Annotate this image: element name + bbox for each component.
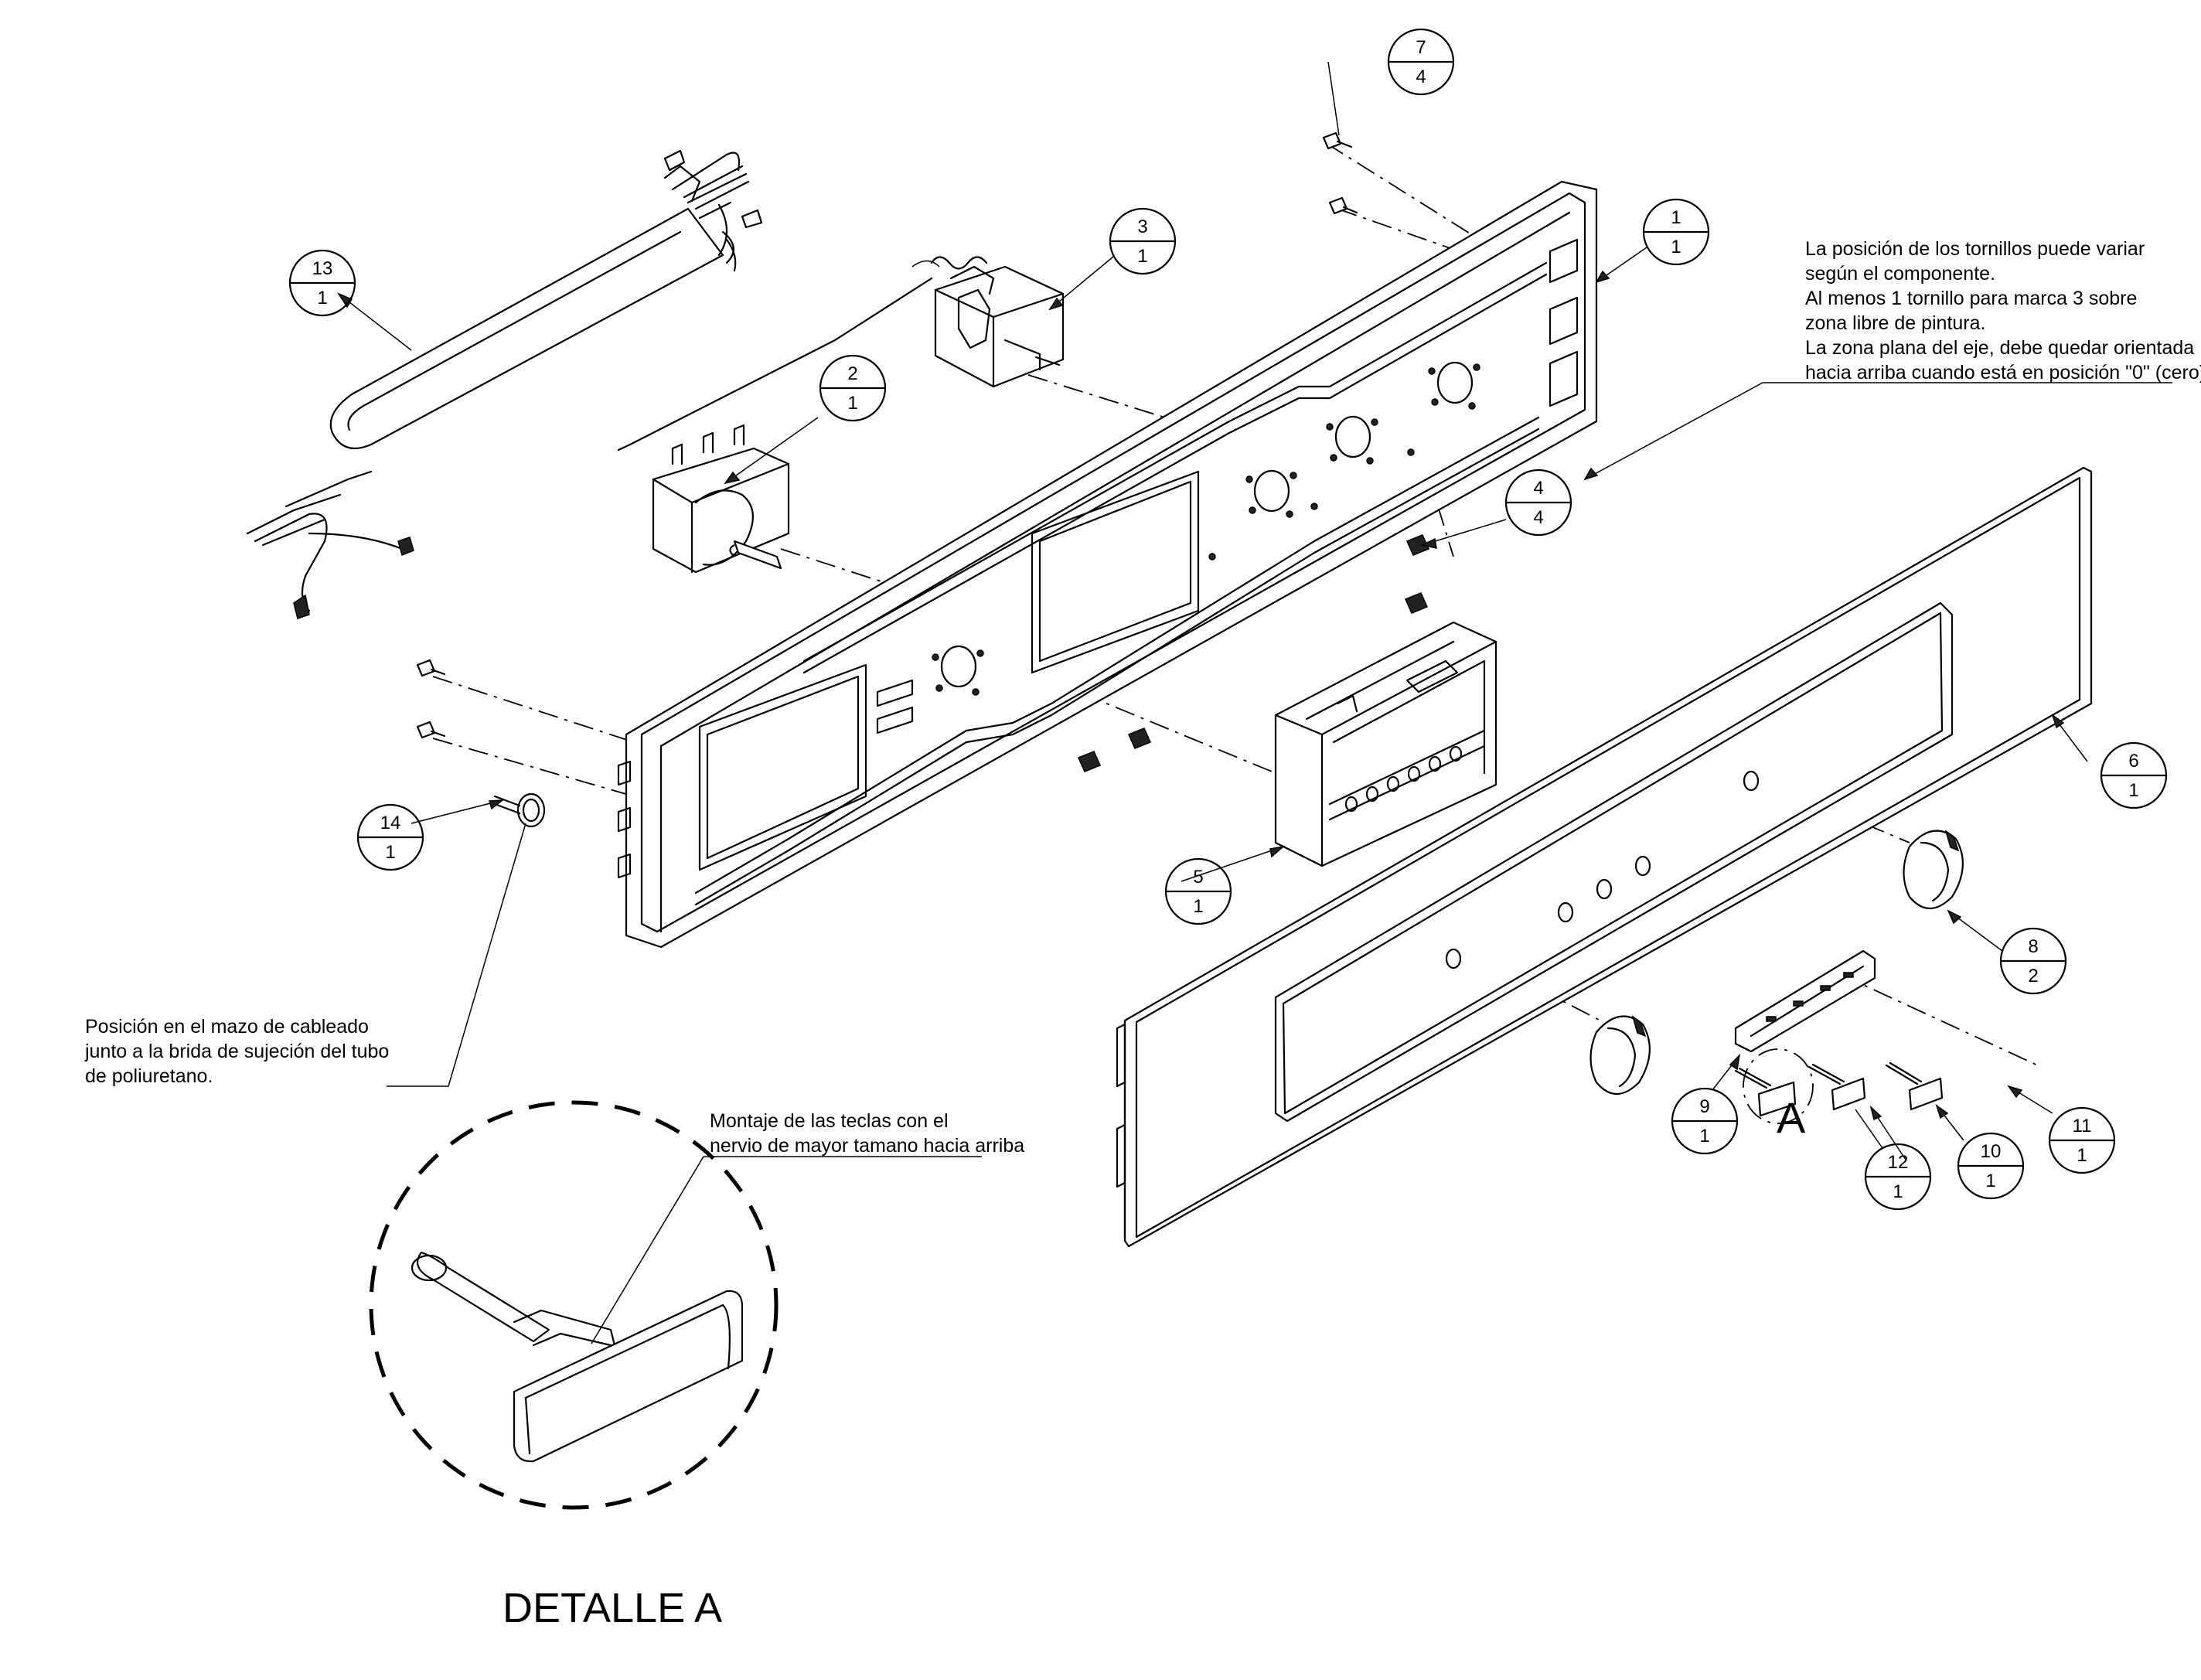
callout-8: 8 2 <box>1999 927 2067 995</box>
callout-1: 1 1 <box>1642 198 1710 266</box>
callout-4: 4 4 <box>1504 469 1572 537</box>
callout-14-qty: 1 <box>385 842 395 863</box>
thermostat-component <box>617 256 1065 452</box>
note-screws-line-4: zona libre de pintura. <box>1805 312 1985 334</box>
callout-4-qty: 4 <box>1533 507 1543 528</box>
callout-5: 5 1 <box>1164 857 1232 925</box>
detail-a-title: DETALLE A <box>503 1585 722 1631</box>
selector-switch-component <box>652 424 790 574</box>
note-screw-position: La posición de los tornillos puede varia… <box>1805 238 2201 383</box>
callout-4-item: 4 <box>1533 478 1543 499</box>
callout-6-item: 6 <box>2128 751 2138 772</box>
note-harness-line-3: de poliuretano. <box>85 1065 213 1087</box>
callout-2-qty: 1 <box>847 393 857 414</box>
programmer-module <box>1274 621 1497 867</box>
callout-7-item: 7 <box>1416 37 1426 58</box>
callout-5-qty: 1 <box>1193 896 1203 917</box>
callout-5-item: 5 <box>1193 867 1203 888</box>
note-harness-position: Posición en el mazo de cableado junto a … <box>84 1016 389 1087</box>
callout-11-item: 11 <box>2073 1116 2092 1136</box>
leader-lines <box>337 61 2172 1344</box>
callout-3-item: 3 <box>1137 216 1147 237</box>
callout-6: 6 1 <box>2100 741 2168 809</box>
note-screws-line-5: La zona plana del eje, debe quedar orien… <box>1805 337 2194 359</box>
callout-2-item: 2 <box>847 363 857 384</box>
note-screws-line-2: según el componente. <box>1805 263 1995 285</box>
front-glass-panel <box>1116 466 2093 1248</box>
note-keys-line-1: Montaje de las teclas con el <box>710 1110 949 1132</box>
note-screws-line-1: La posición de los tornillos puede varia… <box>1805 238 2145 260</box>
callout-7-qty: 4 <box>1416 66 1426 87</box>
note-screws-line-6: hacia arriba cuando está en posición "0"… <box>1805 362 2201 383</box>
callout-bubbles: 13 1 3 1 2 1 7 4 1 1 4 4 1 <box>288 28 2168 1211</box>
callout-1-item: 1 <box>1671 207 1681 228</box>
note-harness-line-1: Posición en el mazo de cableado <box>85 1016 369 1038</box>
callout-13-qty: 1 <box>317 288 327 308</box>
push-keys <box>1734 1048 1944 1124</box>
callout-8-item: 8 <box>2028 936 2038 957</box>
callout-10: 10 1 <box>1957 1132 2025 1200</box>
callout-12-item: 12 <box>1888 1152 1909 1173</box>
callout-10-item: 10 <box>1981 1141 2002 1162</box>
callout-14: 14 1 <box>356 803 424 871</box>
cable-clamp <box>493 792 546 828</box>
wiring-harness-tube <box>246 149 763 619</box>
callout-2: 2 1 <box>819 354 887 422</box>
screws <box>416 131 1430 772</box>
callout-10-qty: 1 <box>1985 1171 1995 1191</box>
callout-3: 3 1 <box>1109 207 1177 275</box>
callout-13: 13 1 <box>288 249 356 317</box>
key-frame <box>1734 949 1876 1053</box>
detail-a-view <box>369 1100 779 1510</box>
control-knobs <box>1589 830 1964 1095</box>
note-screws-line-3: Al menos 1 tornillo para marca 3 sobre <box>1805 288 2137 309</box>
callout-6-qty: 1 <box>2128 780 2138 801</box>
callout-14-item: 14 <box>380 813 401 833</box>
control-panel-frame <box>617 180 1598 949</box>
note-keys-line-2: nervio de mayor tamano hacia arriba <box>710 1135 1024 1157</box>
detail-marker-a: A <box>1777 1093 1806 1142</box>
callout-8-qty: 2 <box>2028 966 2038 987</box>
callout-9: 9 1 <box>1671 1087 1739 1155</box>
callout-11-qty: 1 <box>2077 1145 2087 1166</box>
callout-12-qty: 1 <box>1893 1181 1903 1202</box>
callout-9-qty: 1 <box>1699 1126 1709 1147</box>
callout-11: 11 1 <box>2048 1106 2116 1174</box>
callout-3-qty: 1 <box>1137 246 1147 267</box>
callout-7: 7 4 <box>1387 28 1455 96</box>
callout-12: 12 1 <box>1864 1143 1932 1211</box>
note-key-mounting: Montaje de las teclas con el nervio de m… <box>710 1110 1024 1157</box>
callout-13-item: 13 <box>312 258 333 279</box>
callout-9-item: 9 <box>1699 1096 1709 1117</box>
note-harness-line-2: junto a la brida de sujeción del tubo <box>84 1041 389 1062</box>
callout-1-qty: 1 <box>1671 237 1681 257</box>
